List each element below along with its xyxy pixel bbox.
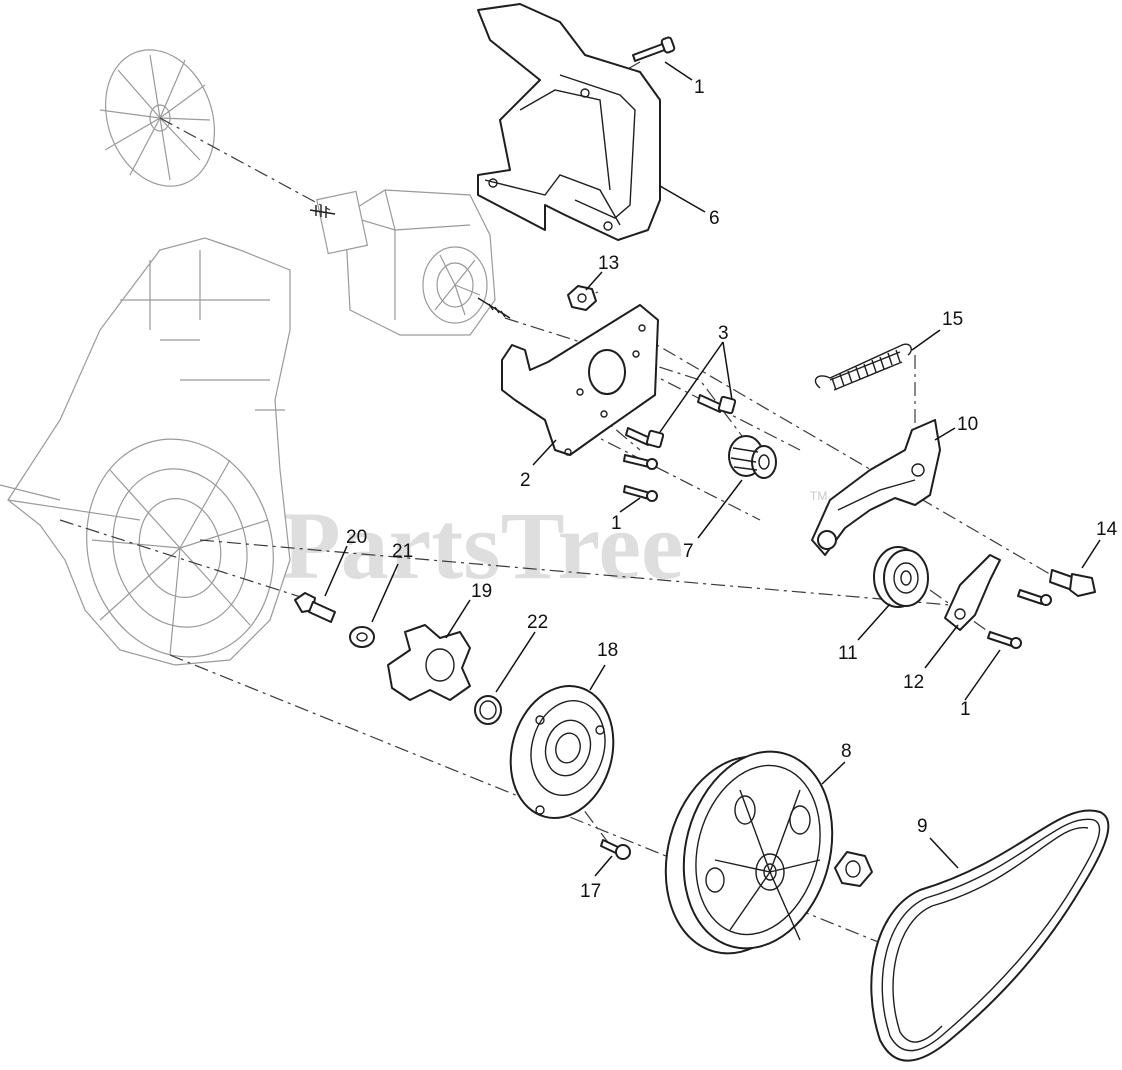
callout-1-right: 1 (960, 699, 971, 720)
callout-7: 7 (683, 541, 694, 562)
callout-3: 3 (718, 323, 729, 344)
part-1-screws-mid (623, 454, 658, 502)
part-14-shoulder-bolt (1049, 569, 1096, 597)
callout-11: 11 (838, 643, 858, 664)
callout-18: 18 (597, 640, 618, 661)
callout-19: 19 (471, 581, 492, 602)
fan-ghost (99, 49, 216, 187)
watermark: PartsTree TM (282, 489, 827, 599)
part-8-drive-pulley (664, 750, 834, 955)
part-11-idler-pulley (873, 546, 929, 608)
leader-lines (324, 61, 1101, 877)
housing-ghost (0, 237, 291, 666)
callout-22: 22 (527, 612, 548, 633)
callout-6: 6 (709, 208, 720, 229)
motor-ghost (309, 189, 511, 336)
callout-13: 13 (598, 253, 619, 274)
callout-14: 14 (1096, 519, 1118, 540)
callout-21: 21 (392, 541, 413, 562)
part-9-belt (870, 809, 1110, 1062)
callout-10: 10 (957, 414, 978, 435)
part-20-bolt (294, 592, 336, 623)
callout-20: 20 (346, 527, 367, 548)
callout-9: 9 (917, 816, 928, 837)
part-21-washer (349, 626, 375, 648)
callout-1-top: 1 (694, 77, 705, 98)
part-15-spring (814, 343, 912, 391)
part-8-nut (834, 851, 873, 887)
part-7-spacer (728, 435, 777, 479)
part-22-ring (474, 695, 502, 725)
part-2-mounting-plate (501, 304, 659, 456)
part-3-bolts (625, 394, 737, 449)
part-17-screw (600, 839, 631, 860)
callout-1-mid: 1 (611, 513, 622, 534)
part-10-idler-arm (811, 419, 941, 556)
part-1-screw-top (632, 36, 676, 62)
callout-8: 8 (841, 741, 852, 762)
part-13-nut (567, 285, 597, 311)
watermark-text: PartsTree (282, 492, 684, 599)
part-1-screws-right (987, 589, 1052, 649)
callout-17: 17 (580, 881, 601, 902)
callout-12: 12 (903, 672, 924, 693)
part-18-bearing-flange (509, 685, 615, 819)
callout-15: 15 (942, 309, 963, 330)
part-12-bracket (944, 554, 1001, 631)
watermark-trademark: TM (810, 489, 827, 503)
part-19-drive-hub (387, 624, 471, 701)
callout-2: 2 (520, 470, 531, 491)
part-6-belt-cover (477, 3, 661, 241)
callout-labels: 1 6 13 3 15 10 2 1 7 14 20 21 19 22 18 1… (346, 77, 1118, 902)
